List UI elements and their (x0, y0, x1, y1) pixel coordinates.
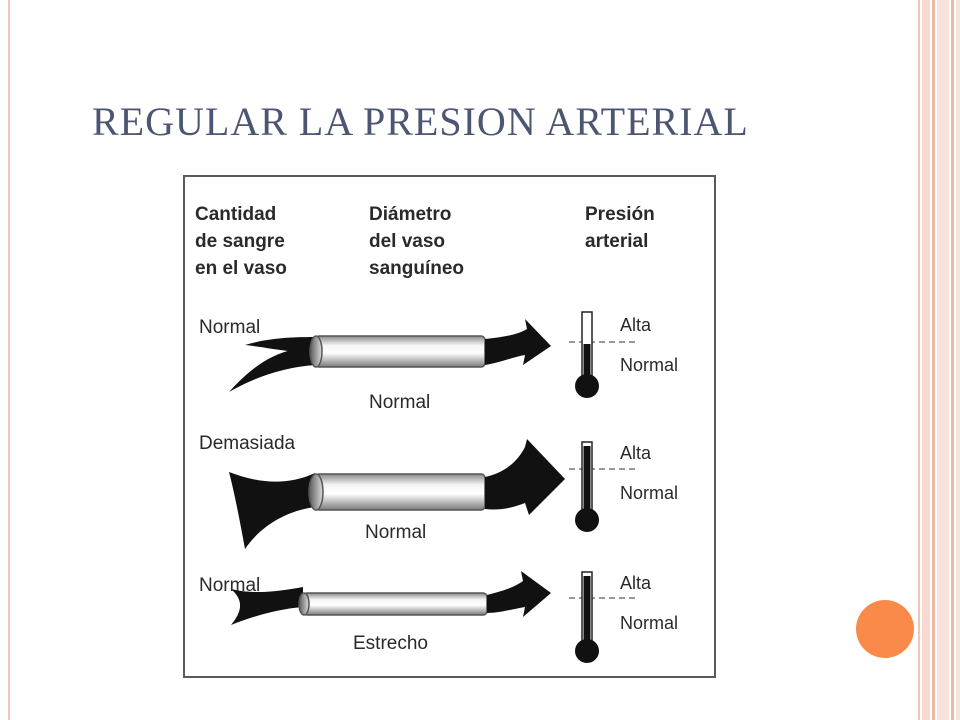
header-diameter: Diámetro del vaso sanguíneo (369, 201, 464, 282)
blood-outflow-arrow (485, 319, 551, 365)
row-3-flow (231, 571, 635, 625)
decorative-band (932, 0, 935, 720)
blood-outflow-arrow (485, 439, 565, 515)
diagram-drawing (229, 311, 635, 663)
row-1-diameter-label: Normal (369, 392, 431, 413)
blood-vessel-tube (314, 335, 486, 368)
header-line: del vaso (369, 231, 446, 252)
row-1-amount-label: Normal (199, 317, 261, 338)
header-line: Diámetro (369, 204, 452, 225)
row-1-normal-label: Normal (620, 355, 679, 375)
row-3-amount-label: Normal (199, 575, 261, 596)
thermometer-bulb (575, 374, 599, 398)
decorative-band (922, 0, 930, 720)
row-1-flow (229, 319, 635, 392)
slide-frame (8, 0, 920, 720)
row-3-diameter-label: Estrecho (353, 633, 428, 654)
row-2-normal-label: Normal (620, 483, 679, 503)
header-line: Presión (585, 204, 655, 225)
row-2-amount-label: Demasiada (199, 433, 296, 454)
blood-pressure-diagram: Cantidad de sangre en el vaso Diámetro d… (183, 175, 716, 678)
header-line: en el vaso (195, 258, 287, 279)
blood-inflow-shape (229, 343, 315, 392)
thermometer-mercury (583, 446, 591, 516)
decorative-band (937, 0, 949, 720)
blood-inflow-shape (229, 472, 315, 549)
header-line: sanguíneo (369, 258, 465, 279)
row-1-high-label: Alta (620, 315, 652, 335)
row-3-normal-label: Normal (620, 613, 679, 633)
row-2-high-label: Alta (620, 443, 652, 463)
vessel-end (309, 335, 323, 368)
row-2-diameter-label: Normal (365, 522, 427, 543)
decorative-band (956, 0, 960, 720)
header-line: arterial (585, 231, 649, 252)
blood-inflow-shape (245, 337, 315, 353)
row-3-high-label: Alta (620, 573, 652, 593)
row-2-flow (229, 439, 635, 549)
thermometer-mercury (583, 344, 591, 382)
decorative-band (951, 0, 954, 720)
blood-outflow-arrow (487, 571, 551, 617)
thermometer-bulb (575, 639, 599, 663)
header-line: Cantidad (195, 204, 277, 225)
blood-vessel-tube (314, 473, 486, 511)
orange-circle-decoration (856, 600, 914, 658)
header-line: de sangre (195, 231, 285, 252)
vessel-end (308, 473, 324, 511)
header-pressure: Presión arterial (585, 201, 655, 255)
blood-vessel-tube (302, 592, 488, 616)
header-amount: Cantidad de sangre en el vaso (195, 201, 287, 282)
blood-inflow-shape (231, 587, 303, 625)
thermometer-mercury (583, 576, 591, 647)
slide-title: REGULAR LA PRESION ARTERIAL (92, 99, 749, 144)
thermometer-bulb (575, 508, 599, 532)
vessel-end (298, 592, 310, 616)
